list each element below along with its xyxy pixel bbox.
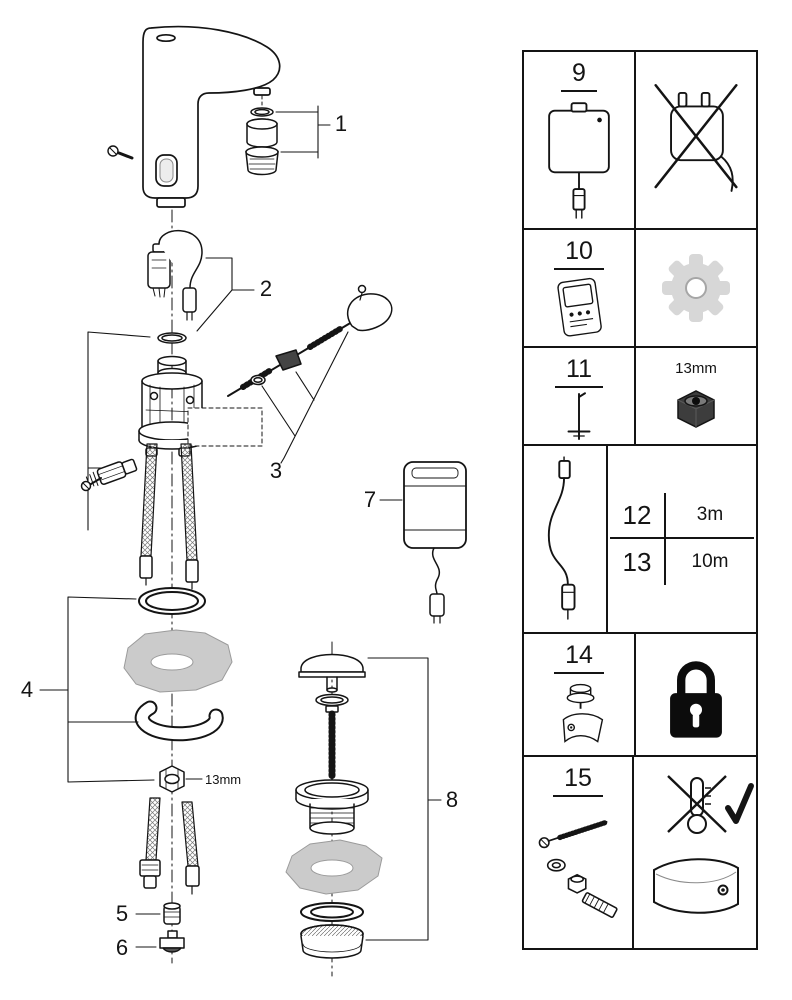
- control-rod: [227, 284, 393, 397]
- callout-4-bracket: [39, 596, 155, 783]
- mains-adapter-crossed-icon: [654, 84, 738, 192]
- callout-8: 8: [445, 787, 459, 812]
- small-oring: [157, 332, 187, 344]
- mounting-nut: [159, 765, 185, 793]
- drain-sink-cutaway: [285, 839, 383, 895]
- no-hot-water-ok-icon: [667, 774, 754, 834]
- cell-item-10: 10: [524, 230, 636, 346]
- cell-item-10-note: [636, 230, 756, 346]
- drain-oring: [315, 693, 349, 707]
- table-row-11: 11 13mm: [524, 348, 756, 446]
- callout-1: 1: [334, 111, 348, 136]
- callout-1-leader: [275, 105, 331, 159]
- aerator-parts: [245, 95, 279, 176]
- side-inlet-bolt: [80, 458, 138, 492]
- check-valve-icon: [562, 683, 604, 743]
- socket-nut-icon: [677, 390, 715, 428]
- cell-item-15-note: [634, 757, 758, 948]
- cell-item-11-note: 13mm: [636, 348, 756, 444]
- end-fitting: [159, 930, 185, 953]
- mounting-horseshoe: [134, 700, 224, 742]
- cell-cable-lengths: 12 3m 13 10m: [608, 446, 756, 632]
- callout-8-bracket: [365, 657, 442, 941]
- length-12: 3m: [666, 493, 754, 539]
- callout-2-leader: [196, 257, 255, 332]
- item-number-13: 13: [610, 539, 666, 585]
- sink-deck-cutaway: [123, 629, 233, 693]
- cover-plate-icon: [653, 857, 739, 914]
- drain-rod: [325, 705, 339, 782]
- cell-item-14-note: [636, 634, 756, 755]
- cell-item-11: 11: [524, 348, 636, 444]
- item-number-14: 14: [554, 643, 604, 674]
- length-13: 10m: [691, 551, 729, 572]
- callout-4: 4: [20, 677, 34, 702]
- drain-strainer: [300, 924, 364, 959]
- mounting-key-icon: [567, 392, 591, 440]
- item-number-9: 9: [561, 61, 597, 92]
- faucet-screw: [107, 145, 134, 160]
- mounting-plate: [187, 407, 263, 447]
- extension-cable-icon: [547, 456, 576, 620]
- callout-2: 2: [259, 276, 273, 301]
- cable-length-table: 12 3m 13 10m: [610, 493, 754, 585]
- rod-handle: [347, 284, 393, 332]
- table-row-15: 15: [524, 757, 756, 948]
- callout-3: 3: [269, 458, 283, 483]
- battery-power-box-icon: [548, 102, 610, 219]
- cell-item-12-13: [524, 446, 608, 632]
- callout-5: 5: [115, 901, 129, 926]
- no-hot-water-ok-and-cover-icons: [653, 774, 754, 914]
- power-supply-unit: [403, 461, 467, 624]
- supply-hoses-upper: [139, 443, 199, 590]
- faucet-body: [142, 25, 281, 208]
- cell-item-15: 15: [524, 757, 634, 948]
- cell-item-9-note: [636, 52, 756, 228]
- item-number-11: 11: [555, 357, 603, 388]
- group-bracket-left: [87, 331, 151, 531]
- item-number-10: 10: [554, 239, 604, 270]
- inlet-filter: [163, 902, 181, 925]
- callout-7: 7: [363, 487, 377, 512]
- callout-6: 6: [115, 935, 129, 960]
- table-row-10: 10: [524, 230, 756, 348]
- item-number-12: 12: [610, 493, 666, 539]
- callout-3-leader: [261, 331, 349, 464]
- padlock-icon: [670, 660, 722, 738]
- socket-size-label: 13mm: [675, 360, 717, 377]
- drain-washer: [300, 902, 364, 922]
- drain-dome-cap: [298, 653, 366, 693]
- table-row-12-13: 12 3m 13 10m: [524, 446, 756, 634]
- fixing-set-icon: [538, 819, 618, 918]
- large-oring: [138, 587, 206, 615]
- accessories-table: 9: [522, 50, 758, 950]
- rod-fittings: [250, 349, 302, 386]
- cell-item-9: 9: [524, 52, 636, 228]
- drain-flange: [295, 779, 369, 835]
- item-number-15: 15: [553, 766, 603, 797]
- supply-hoses-lower: [139, 797, 200, 895]
- table-row-14: 14: [524, 634, 756, 757]
- cell-item-14: 14: [524, 634, 636, 755]
- gear-icon: [662, 254, 730, 322]
- nut-size-label: 13mm: [205, 772, 242, 787]
- table-row-9: 9: [524, 52, 756, 230]
- remote-control-icon: [557, 277, 602, 337]
- solenoid-cable-assembly: [147, 230, 203, 321]
